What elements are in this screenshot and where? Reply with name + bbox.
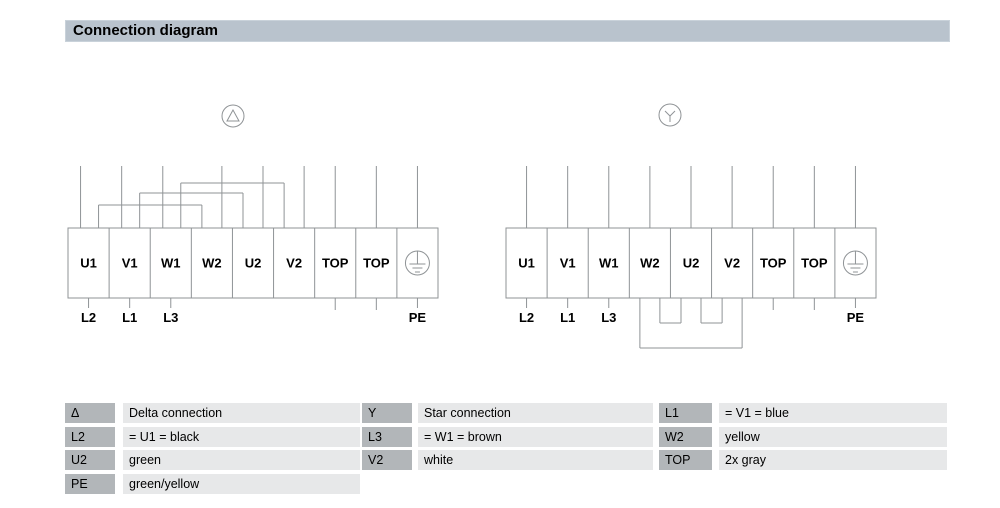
terminal-label: V1 — [122, 256, 138, 271]
terminal-label: W1 — [599, 256, 619, 271]
terminal-label: U1 — [518, 256, 535, 271]
terminal-label: U2 — [245, 256, 262, 271]
terminal-label: W2 — [640, 256, 660, 271]
line-label: PE — [409, 310, 427, 325]
terminal-block — [67, 227, 439, 299]
line-label: L2 — [519, 310, 534, 325]
earth-icon — [842, 250, 868, 276]
line-label: L2 — [81, 310, 96, 325]
star-connection-diagram: U1 V1 W1 W2 U2 V2 TOP TOP L2 L1 L3 PE — [505, 103, 877, 349]
terminal-label: TOP — [760, 256, 787, 271]
page-title: Connection diagram — [73, 22, 219, 39]
line-label: L1 — [560, 310, 575, 325]
terminal-label: U1 — [80, 256, 97, 271]
star-icon — [658, 103, 682, 127]
terminal-label: TOP — [322, 256, 349, 271]
terminal-label: TOP — [363, 256, 390, 271]
earth-icon — [404, 250, 430, 276]
terminal-label: W2 — [202, 256, 222, 271]
line-label: L3 — [163, 310, 178, 325]
delta-icon — [221, 104, 245, 128]
terminal-label: U2 — [683, 256, 700, 271]
terminal-block — [505, 227, 877, 299]
terminal-label: V2 — [724, 256, 740, 271]
terminal-label: V2 — [286, 256, 302, 271]
section-header: Connection diagram — [65, 20, 950, 42]
line-label: L3 — [601, 310, 616, 325]
terminal-label: V1 — [560, 256, 576, 271]
delta-connection-diagram: U1 V1 W1 W2 U2 V2 TOP TOP L2 L1 L3 PE — [67, 104, 439, 325]
line-label: L1 — [122, 310, 137, 325]
line-label: PE — [847, 310, 865, 325]
terminal-label: TOP — [801, 256, 828, 271]
terminal-label: W1 — [161, 256, 181, 271]
